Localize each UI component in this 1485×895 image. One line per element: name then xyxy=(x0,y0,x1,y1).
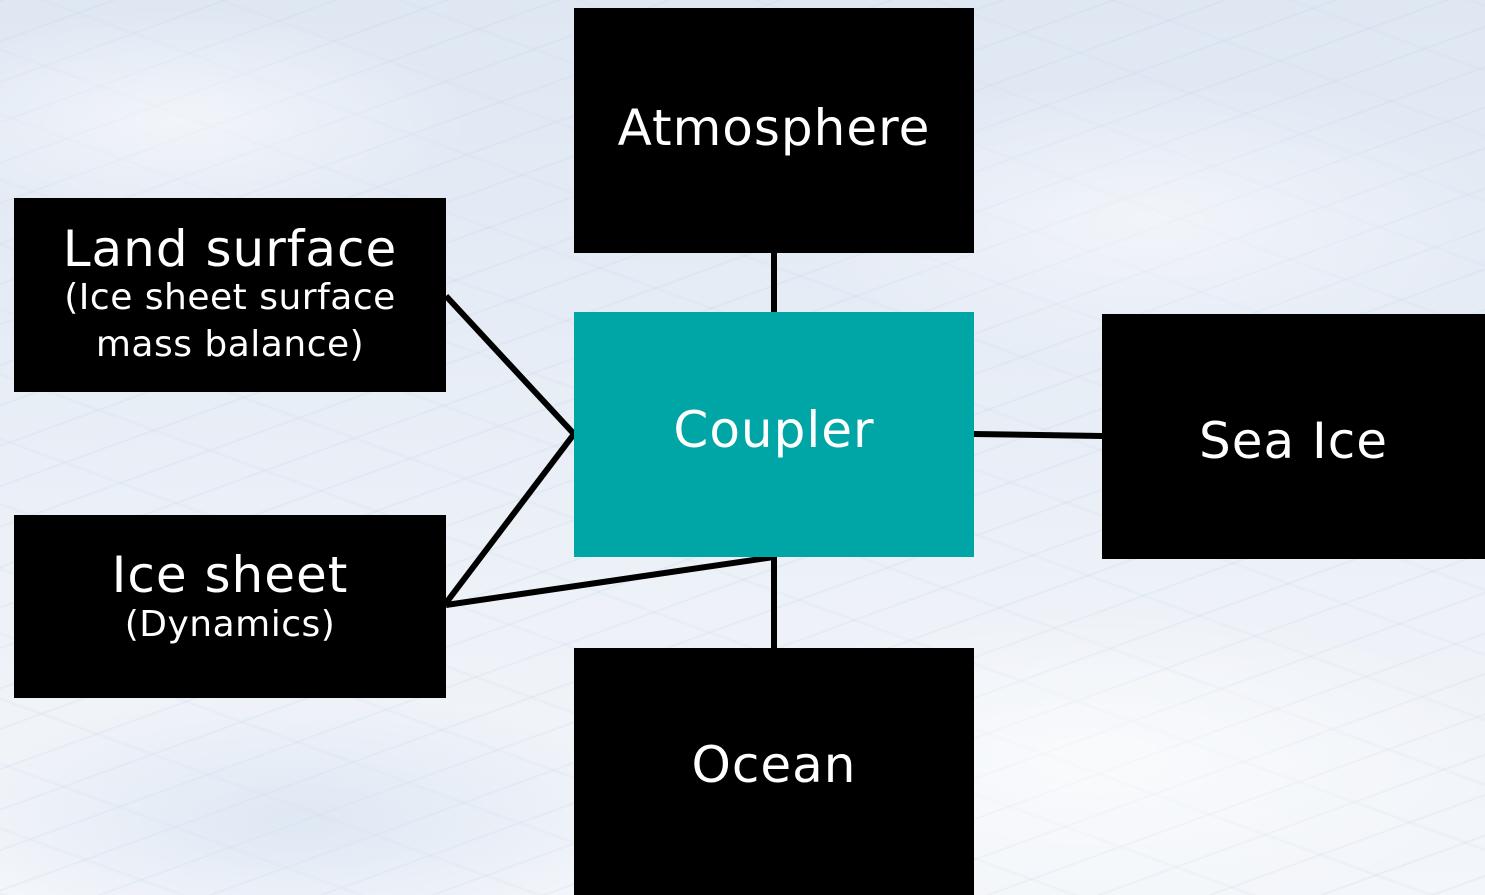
land-surface-sub-line2: mass balance) xyxy=(95,324,365,366)
ocean-box: Ocean xyxy=(574,648,974,895)
coupler-label: Coupler xyxy=(673,400,875,459)
coupler-box: Coupler xyxy=(574,312,974,557)
edge-coupler-sea-ice xyxy=(973,431,1103,439)
land-surface-sub-line1: (Ice sheet surface xyxy=(64,277,396,319)
land-surface-label: Land surface xyxy=(62,219,398,278)
ice-sheet-label: Ice sheet xyxy=(111,546,349,605)
land-surface-box: Land surface (Ice sheet surface mass bal… xyxy=(14,198,446,392)
ice-sheet-sub: (Dynamics) xyxy=(124,604,336,646)
atmosphere-box: Atmosphere xyxy=(574,8,974,253)
sea-ice-label: Sea Ice xyxy=(1198,411,1389,470)
ocean-label: Ocean xyxy=(691,735,857,794)
edge-ice-sheet-coupler-lower xyxy=(445,554,775,608)
atmosphere-label: Atmosphere xyxy=(617,98,931,157)
edge-land-surface-coupler xyxy=(443,293,577,437)
ice-sheet-box: Ice sheet (Dynamics) xyxy=(14,515,446,698)
sea-ice-box: Sea Ice xyxy=(1102,314,1485,559)
edge-ice-sheet-coupler-upper xyxy=(443,432,577,605)
